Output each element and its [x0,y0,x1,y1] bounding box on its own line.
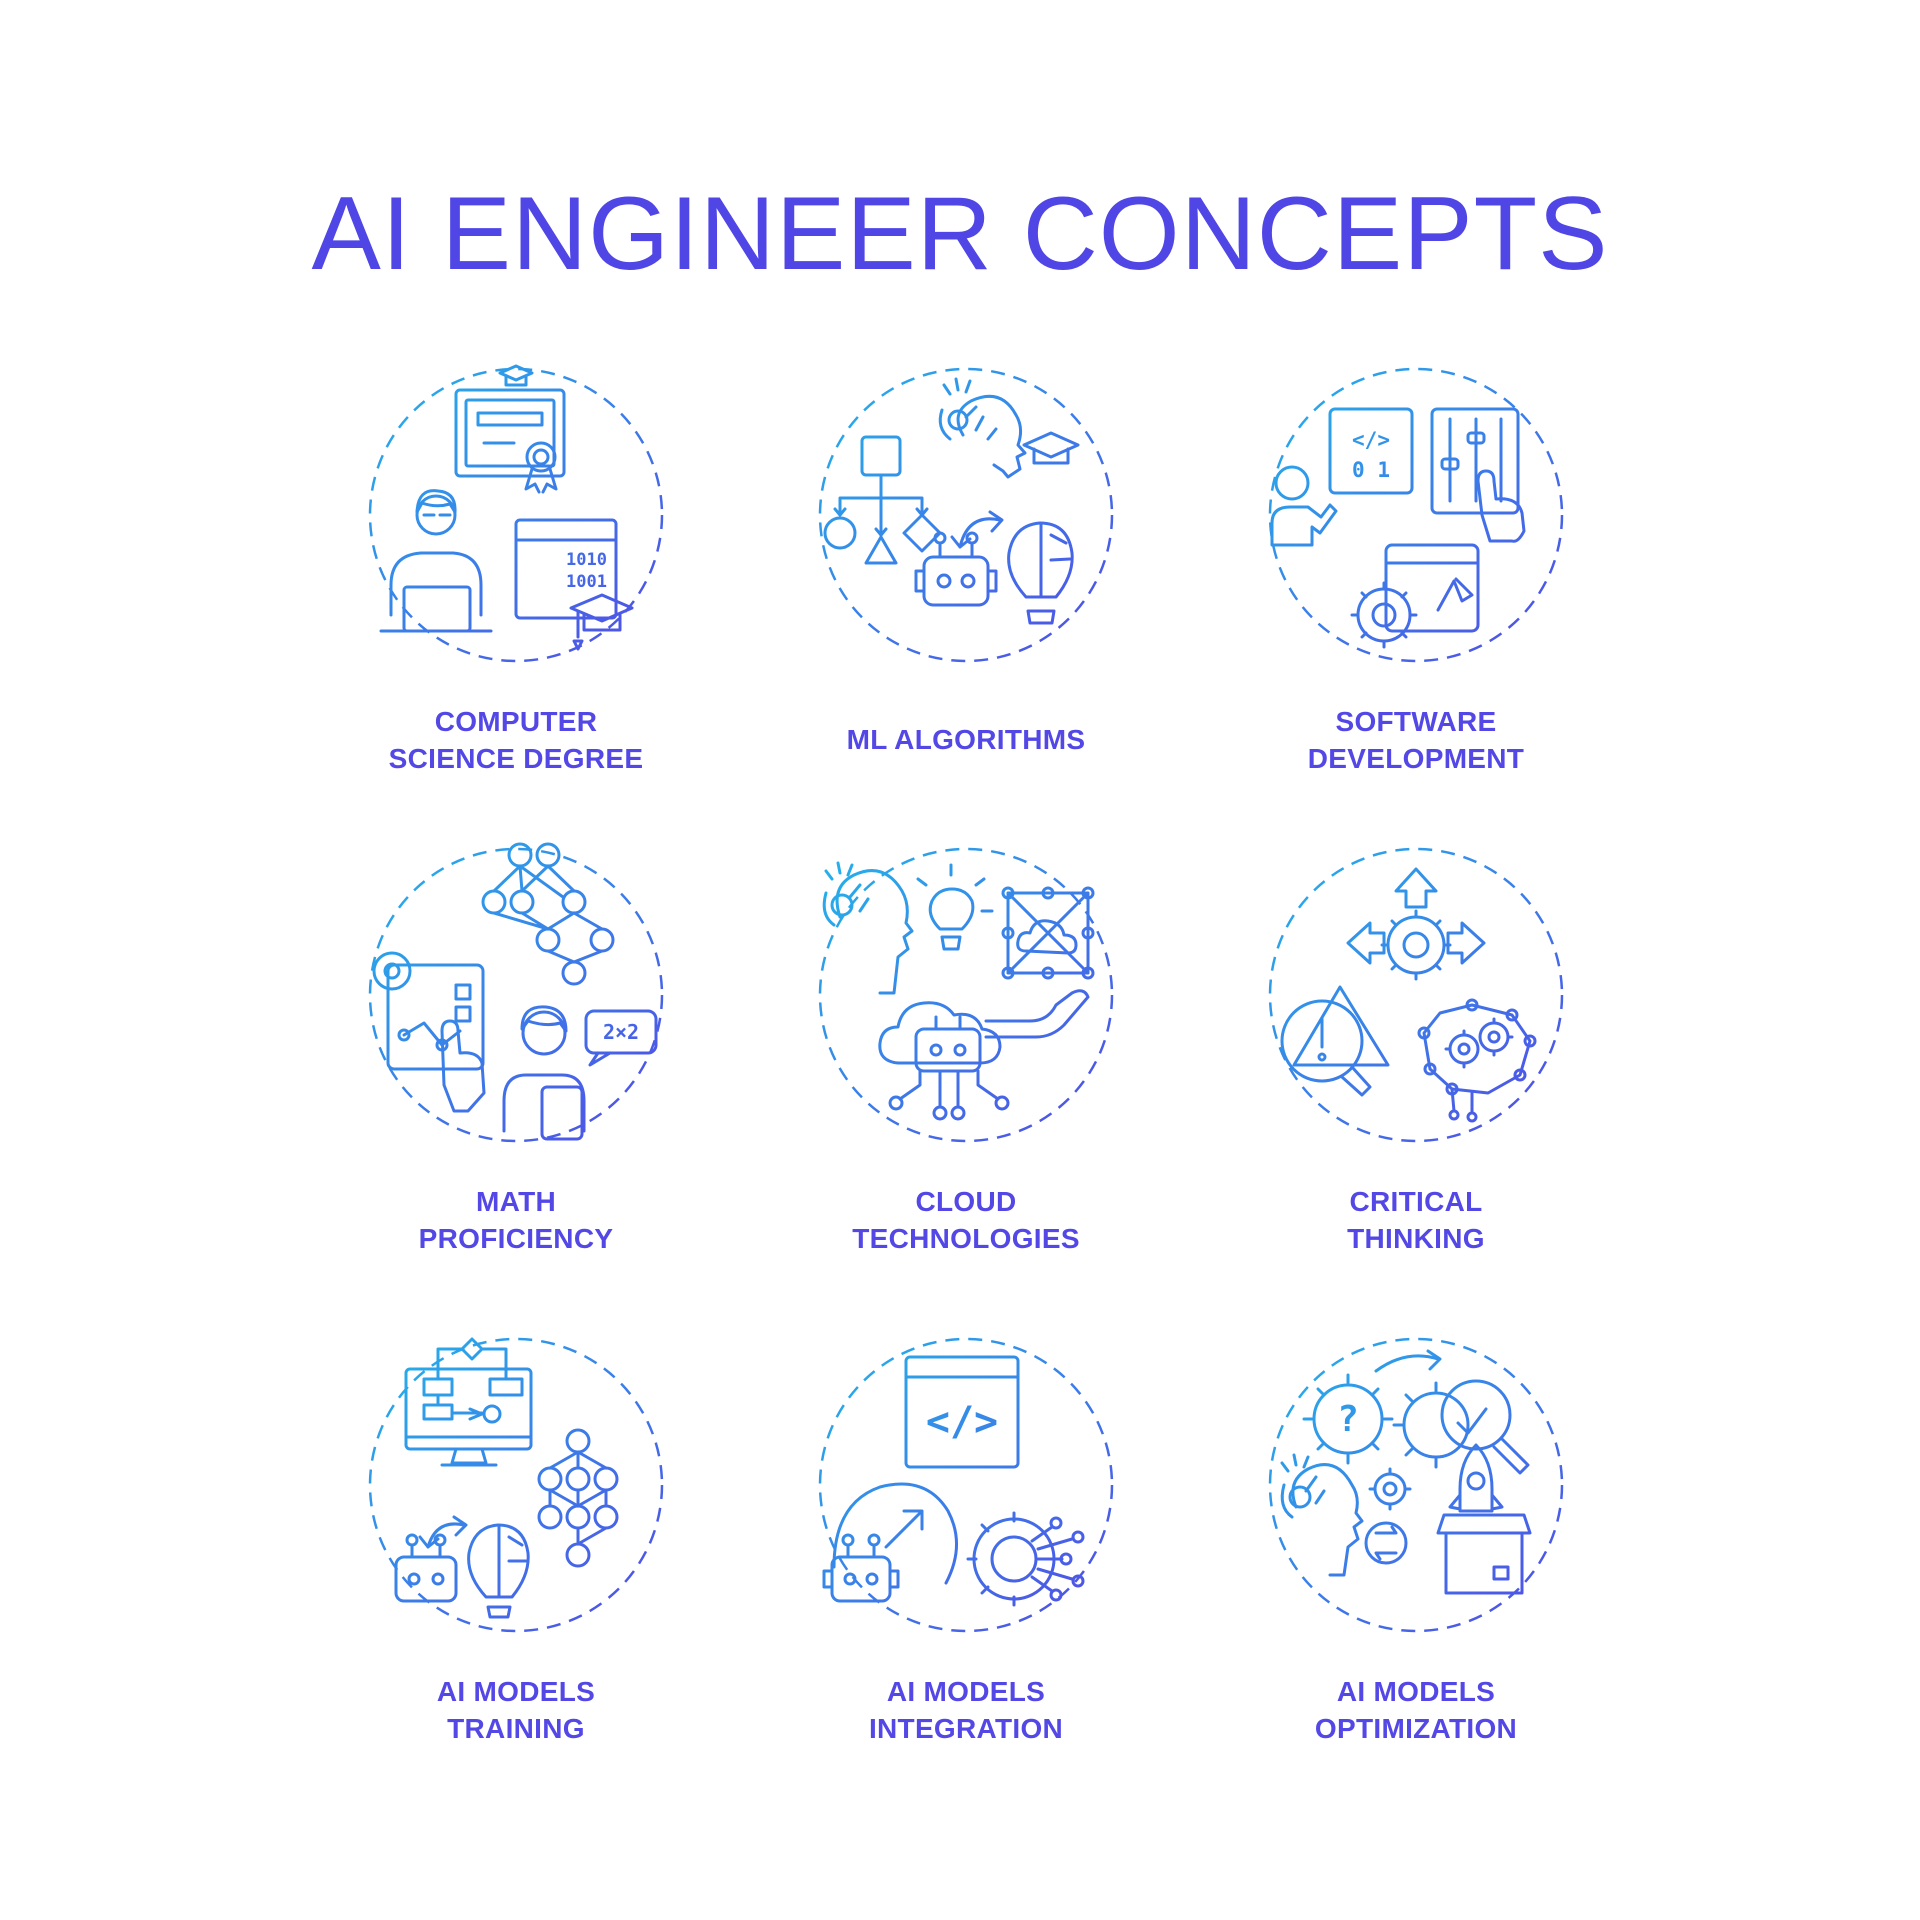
concept-card-ai-models-training: AI MODELS TRAINING [316,1335,716,1775]
cloud-technologies-icon [818,847,1114,1143]
dashed-ring [1268,367,1564,663]
computer-science-degree-icon: 1010 1001 [368,364,664,663]
binary-text: 1001 [566,572,607,592]
dashed-ring [1268,847,1564,1143]
math-proficiency-icon: 2×2 [368,842,664,1143]
concept-card-computer-science-degree: 1010 1001 COMPUTER SCIENCE DEGREE [316,364,716,805]
dashed-ring [818,1337,1114,1633]
page-title: AI ENGINEER CONCEPTS [311,176,1609,292]
software-development-icon: </> 0 1 [1268,367,1564,663]
dashed-ring [368,367,664,663]
dashed-ring [368,1337,664,1633]
dashed-ring [1268,1337,1564,1633]
icon-line-art [822,1355,1085,1607]
binary-text: 0 1 [1352,458,1390,482]
concept-card-cloud-technologies: CLOUD TECHNOLOGIES [766,845,1166,1285]
icon-line-art [1270,407,1526,649]
icon-line-art [1280,867,1537,1123]
ai-models-training-icon [368,1337,664,1633]
icon-line-art [372,842,658,1141]
concept-label: CRITICAL THINKING [1347,1186,1485,1254]
dashed-ring [368,847,664,1143]
ai-models-integration-icon: </> [818,1337,1114,1633]
concept-label: AI MODELS OPTIMIZATION [1314,1676,1518,1744]
ml-algorithms-icon [818,367,1114,663]
concept-card-ai-models-optimization: ? AI MODELS OPTIMIZATION [1216,1335,1616,1775]
icon-line-art [394,1337,619,1619]
critical-thinking-icon: ! [1268,847,1564,1143]
concept-label: MATH PROFICIENCY [418,1186,614,1254]
icon-line-art [823,377,1080,625]
question-mark-text: ? [1337,1399,1359,1440]
concept-label: AI MODELS TRAINING [436,1676,596,1744]
concept-card-critical-thinking: ! CRITICAL THINKING [1216,845,1616,1285]
dashed-ring [818,367,1114,663]
math-bubble-text: 2×2 [603,1020,639,1044]
dashed-ring [818,847,1114,1143]
ai-models-optimization-icon: ? [1268,1337,1564,1633]
icon-line-art [1280,1349,1532,1595]
concept-label: CLOUD TECHNOLOGIES [852,1186,1080,1254]
concept-label: COMPUTER SCIENCE DEGREE [388,706,644,774]
concept-card-software-development: </> 0 1 SOFTWARE DEVELOPMENT [1216,365,1616,805]
code-symbol-text: </> [926,1399,998,1445]
code-symbol-text: </> [1352,428,1390,452]
concept-card-math-proficiency: 2×2 MATH PROFICIENCY [316,842,716,1285]
concept-card-ai-models-integration: </> AI MODELS INTEGRATION [766,1335,1166,1775]
icon-line-art [822,861,1095,1121]
concept-card-ml-algorithms: ML ALGORITHMS [766,365,1166,805]
concept-label: SOFTWARE DEVELOPMENT [1307,706,1525,774]
binary-text: 1010 [566,550,607,570]
concept-label: ML ALGORITHMS [846,724,1086,755]
icon-line-art [379,364,634,651]
concept-label: AI MODELS INTEGRATION [868,1676,1064,1744]
